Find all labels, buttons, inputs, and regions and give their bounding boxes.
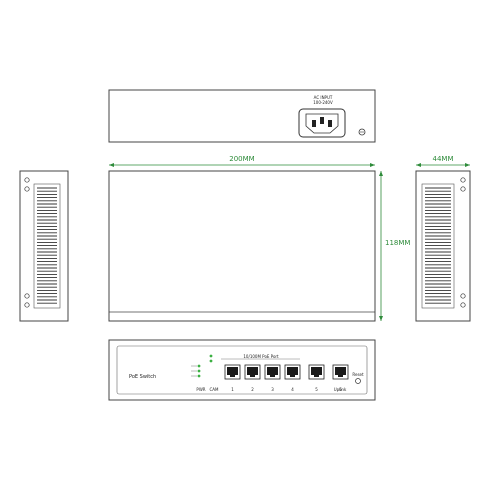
left-screw-bottom-b xyxy=(24,302,30,308)
depth-dimension: 118MM xyxy=(379,171,410,321)
top-view xyxy=(108,170,376,322)
reset-button[interactable] xyxy=(355,378,361,384)
power-label-line2: 100-240V xyxy=(313,100,333,105)
right-vent-slots xyxy=(425,187,451,304)
reset-label: Reset xyxy=(352,372,364,377)
led-indicators xyxy=(191,354,213,378)
port-number-label: 1 xyxy=(231,387,234,392)
left-screw-bottom-a xyxy=(24,293,30,299)
right-side-view xyxy=(415,170,471,322)
right-screw-bottom-b xyxy=(460,302,466,308)
left-vent-slots xyxy=(37,187,57,304)
height-dimension: 44MM xyxy=(416,155,470,167)
left-screw-top-b xyxy=(24,186,30,192)
rj45-ports: 1 2 3 4 5 6 xyxy=(224,364,349,392)
height-label: 44MM xyxy=(433,155,454,163)
rj45-port-5[interactable] xyxy=(308,364,325,380)
product-name: PoE Switch xyxy=(129,374,156,380)
port-number-label: 2 xyxy=(251,387,254,392)
power-led-label: PWR xyxy=(196,387,205,392)
front-inner-bezel xyxy=(116,345,368,395)
depth-label: 118MM xyxy=(385,239,410,247)
right-screw-bottom-a xyxy=(460,293,466,299)
uplink-label: Uplink xyxy=(334,387,347,392)
status-led-label: CAM xyxy=(210,387,220,392)
port-number-label: 3 xyxy=(271,387,274,392)
power-label-line1: AC INPUT xyxy=(314,95,333,100)
left-side-view xyxy=(19,170,69,322)
poe-port-header: 10/100M PoE Port xyxy=(243,354,279,359)
right-screw-top-a xyxy=(460,177,466,183)
port-number-label: 5 xyxy=(315,387,318,392)
port-number-label: 4 xyxy=(291,387,294,392)
top-panel xyxy=(108,170,376,322)
rj45-port-3[interactable] xyxy=(264,364,281,380)
port-number-label: 6 xyxy=(339,387,342,392)
rj45-port-2[interactable] xyxy=(244,364,261,380)
rear-view: AC INPUT 100-240V xyxy=(108,89,376,143)
rj45-port-4[interactable] xyxy=(284,364,301,380)
width-label: 200MM xyxy=(229,155,254,163)
left-screw-top-a xyxy=(24,177,30,183)
ground-screw-icon xyxy=(358,128,366,136)
front-view: PoE Switch 10/100M PoE Port 1 2 3 4 5 6 PWR C… xyxy=(108,339,376,401)
right-screw-top-b xyxy=(460,186,466,192)
width-dimension: 200MM xyxy=(109,155,375,167)
rj45-port-1[interactable] xyxy=(224,364,241,380)
ac-power-socket xyxy=(298,108,346,138)
rj45-port-6[interactable] xyxy=(332,364,349,380)
